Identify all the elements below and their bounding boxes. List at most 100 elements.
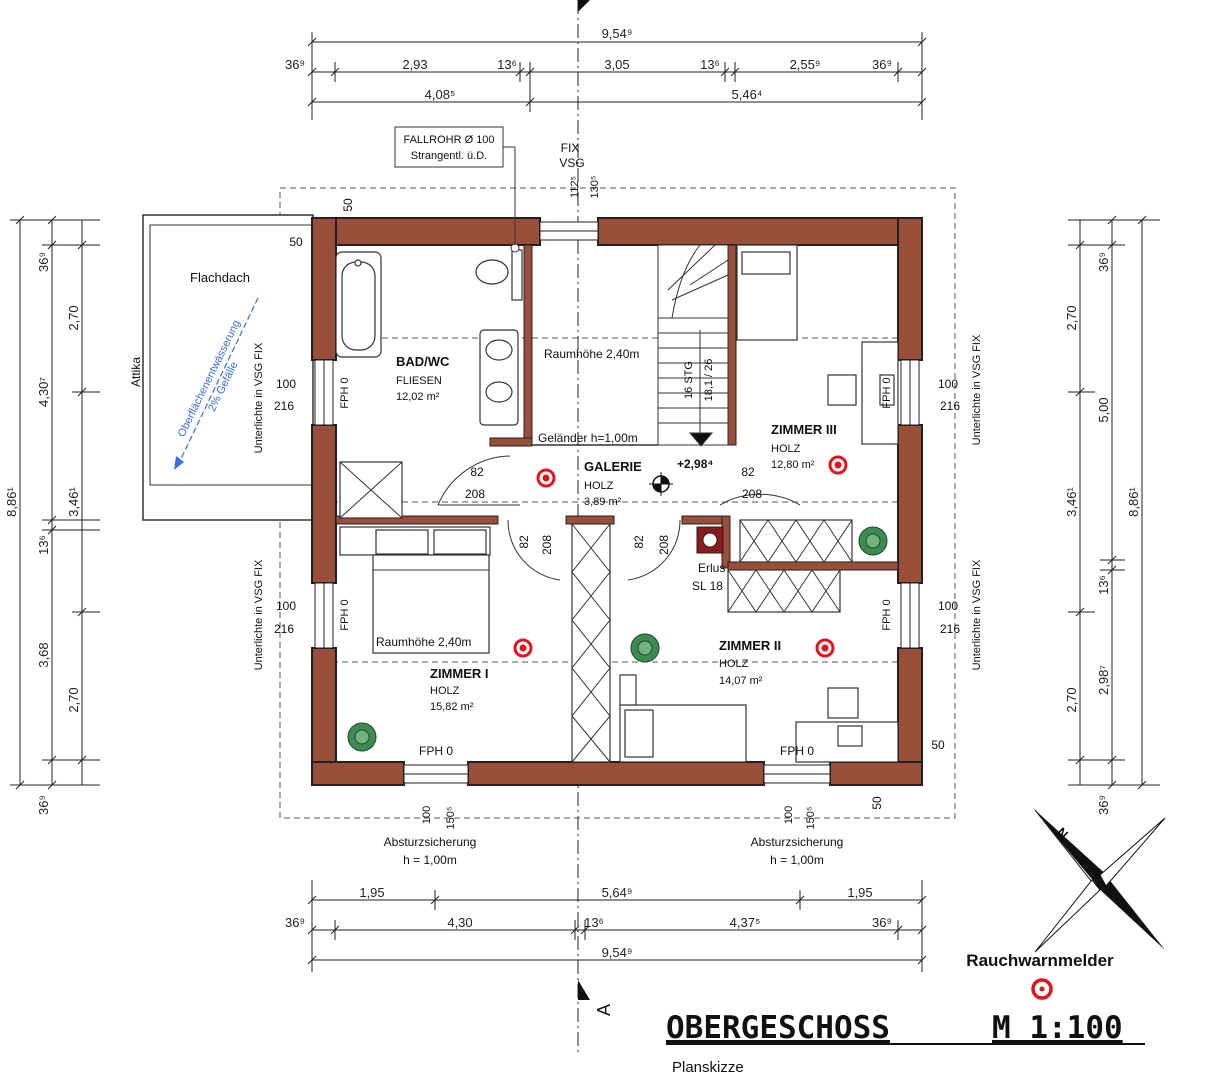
fph-label: FPH 0 [881, 599, 893, 630]
fph-label: FPH 0 [419, 744, 453, 758]
dim-bottom-total: 9,54⁹ [602, 945, 633, 960]
absturz-right: 100 150⁵ Absturzsicherung h = 1,00m [751, 806, 844, 867]
dim-label: 4,37⁵ [730, 915, 761, 930]
stair-rise-label: 18,1 / 26 [703, 359, 715, 402]
dim-label: 2,55⁹ [790, 57, 821, 72]
dim-label: 5,00 [1096, 397, 1111, 422]
door-width-label: 82 [517, 535, 531, 549]
dim-label: 36⁹ [1096, 795, 1111, 815]
plant-icon [347, 526, 888, 752]
fallrohr-sub-label: Strangentl. ü.D. [411, 150, 487, 162]
dim-label: 36⁹ [285, 915, 305, 930]
fix-label: FIX [561, 141, 580, 155]
door-swings [437, 455, 801, 581]
room-name: ZIMMER III [771, 422, 837, 437]
fph-label: FPH 0 [339, 377, 351, 408]
legend-smoke-detector-icon [1031, 978, 1053, 1000]
unterlichte-label: Unterlichte in VSG FIX [971, 559, 983, 670]
dim-label: 13⁶ [1096, 575, 1111, 595]
lattice-shelf [571, 523, 611, 763]
dim-label: 50 [870, 796, 884, 810]
dim-label: 2,70 [66, 305, 81, 330]
dim-label: 36⁹ [36, 252, 51, 272]
chimney-brand-label: Erlus [698, 561, 725, 575]
room-zimmer2: ZIMMER II HOLZ 14,07 m² [719, 638, 781, 687]
drainage-arrow-icon [174, 456, 184, 470]
room-name: GALERIE [584, 459, 642, 474]
room-floor: HOLZ [584, 480, 614, 492]
dim-label: 4,30 [447, 915, 472, 930]
window-height-label: 216 [274, 399, 294, 413]
plan-scale: M 1:100 [992, 1010, 1123, 1046]
room-galerie: GALERIE HOLZ 3,89 m² [584, 459, 642, 508]
left-dimension-chain: 8,86¹ 36⁹ 4,30⁷ 13⁶ 3,68 36⁹ 2,70 3,46¹ … [4, 215, 100, 815]
window-width-label: 100 [276, 377, 296, 391]
dim-label: 36⁹ [36, 795, 51, 815]
room-zimmer1: ZIMMER I HOLZ 15,82 m² [430, 666, 489, 713]
door-height-label: 208 [465, 487, 485, 501]
dim-label: 4,30⁷ [36, 377, 51, 407]
level-marker-icon [649, 472, 673, 496]
unterlichte-label: Unterlichte in VSG FIX [253, 559, 265, 670]
room-floor: HOLZ [771, 443, 801, 455]
dim-label: 36⁹ [872, 915, 892, 930]
level-label: +2,98⁴ [677, 457, 713, 471]
window-width-label: 100 [421, 806, 433, 824]
window-width-label: 100 [938, 377, 958, 391]
window-height-label: 150⁵ [445, 807, 457, 830]
room-area: 12,02 m² [396, 391, 440, 403]
room-zimmer3: ZIMMER III HOLZ 12,80 m² [771, 422, 837, 471]
room-area: 14,07 m² [719, 675, 763, 687]
fallrohr-note: FALLROHR Ø 100 Strangentl. ü.D. [394, 126, 516, 245]
dim-label: 112⁵ [569, 176, 581, 198]
room-floor: HOLZ [719, 658, 749, 670]
dim-label: 4,08⁵ [425, 87, 456, 102]
dim-label: 3,05 [604, 57, 629, 72]
flat-roof: Flachdach Attika Oberflächenentwässerung… [129, 214, 314, 521]
plan-title: OBERGESCHOSS [666, 1010, 890, 1046]
room-area: 12,80 m² [771, 459, 815, 471]
raumhoehe-zimmer1-label: Raumhöhe 2,40m [376, 635, 471, 649]
dim-label: 13⁶ [700, 57, 720, 72]
room-area: 3,89 m² [584, 496, 622, 508]
flachdach-label: Flachdach [190, 270, 250, 285]
smoke-detector-icon [513, 455, 848, 658]
door-height-label: 208 [742, 487, 762, 501]
door-height-label: 208 [657, 535, 671, 555]
top-dimension-chain: 9,54⁹ 36⁹ 2,93 13⁶ 3,05 13⁶ 2,55⁹ 36⁹ 4,… [285, 26, 927, 120]
stair-count-label: 16 STG [683, 361, 695, 399]
dim-label: 2,70 [66, 687, 81, 712]
dim-label: 2,93 [402, 57, 427, 72]
window-width-label: 100 [783, 806, 795, 824]
fph-label: FPH 0 [881, 377, 893, 408]
dim-label: 3,68 [36, 642, 51, 667]
dim-label: 3,46¹ [66, 487, 81, 517]
dim-label: 13⁶ [584, 915, 604, 930]
chimney-type-label: SL 18 [692, 579, 723, 593]
window-height-label: 216 [940, 622, 960, 636]
room-floor: HOLZ [430, 685, 460, 697]
window-height-label: 216 [274, 622, 294, 636]
door-width-label: 82 [632, 535, 646, 549]
dim-label: 5,46⁴ [732, 87, 763, 102]
zimmer1-furniture [339, 526, 491, 654]
fph-label: FPH 0 [339, 599, 351, 630]
attika-label: Attika [129, 357, 143, 387]
drainage-arrow [177, 297, 259, 466]
section-label: A [594, 1004, 614, 1016]
dim-label: 130⁵ [589, 176, 601, 199]
dim-label: 36⁹ [872, 57, 892, 72]
absturz-label: Absturzsicherung [384, 835, 477, 849]
window-height-label: 216 [940, 399, 960, 413]
dim-label: 1,95 [359, 885, 384, 900]
dim-top-total: 9,54⁹ [602, 26, 633, 41]
dim-left-total: 8,86¹ [4, 487, 19, 517]
dim-label: 2,98⁷ [1096, 665, 1111, 695]
room-bad: BAD/WC FLIESEN 12,02 m² [396, 354, 450, 403]
interior-walls [335, 244, 899, 571]
door-width-label: 82 [470, 465, 484, 479]
unterlichte-label: Unterlichte in VSG FIX [971, 334, 983, 445]
dim-label: 2,70 [1064, 305, 1079, 330]
unterlichte-label: Unterlichte in VSG FIX [253, 342, 265, 453]
dim-right-total: 8,86¹ [1126, 487, 1141, 517]
